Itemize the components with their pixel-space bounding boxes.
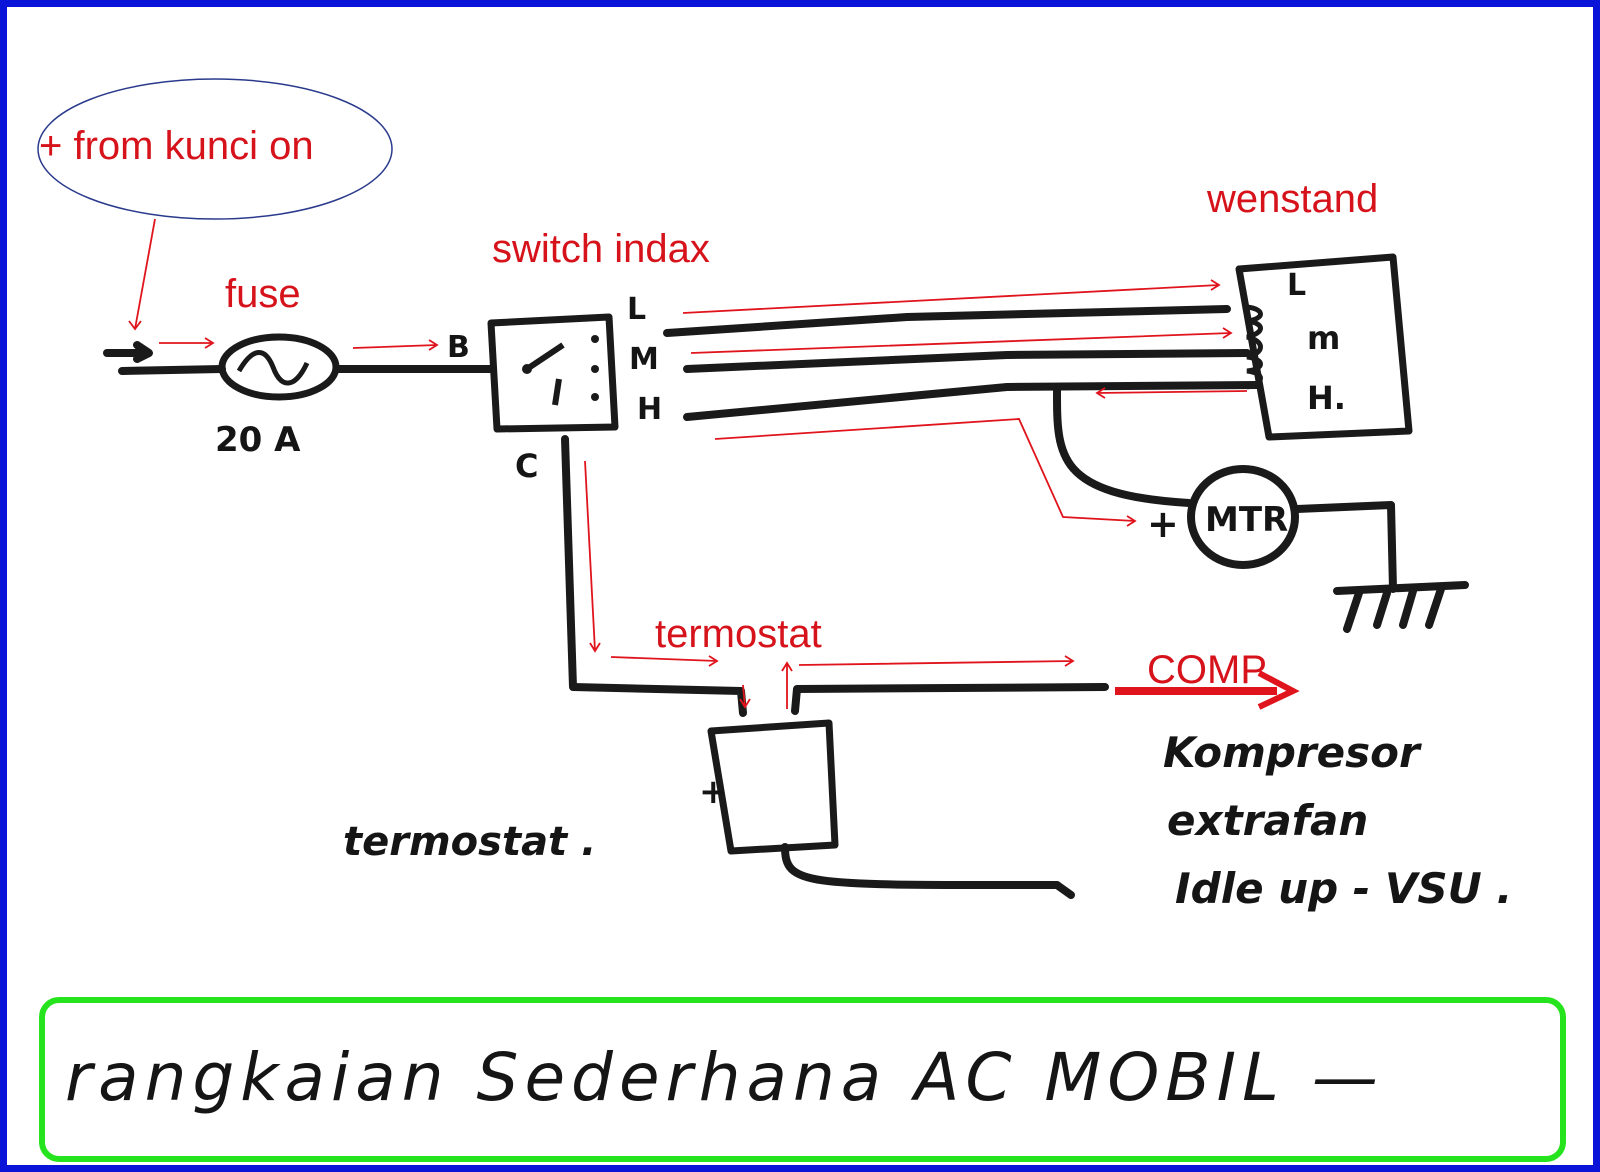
resistor-terminal-m: m	[1307, 319, 1340, 357]
flow-arrow-low	[682, 279, 1221, 314]
switch-terminal-b: B	[447, 330, 470, 365]
comp-label: COMP	[1147, 648, 1267, 692]
flow-arrow-thermo-in	[610, 655, 719, 667]
flow-arrow-motor	[714, 418, 1137, 527]
comp-arrowhead	[1257, 670, 1300, 710]
source-leader-line	[134, 218, 156, 330]
flow-arrow-comp	[798, 655, 1075, 667]
motor-ground-wire	[1293, 501, 1397, 593]
thermostat-label: termostat	[655, 612, 822, 656]
motor-label: MTR	[1205, 500, 1288, 540]
diagram-title: rangkaian Sederhana AC MOBIL —	[65, 1039, 1384, 1116]
flow-arrow-return	[1095, 387, 1248, 399]
motor-wire	[1053, 387, 1193, 507]
comp-note-kompresor: Kompresor	[1163, 728, 1422, 777]
switch-output-h: H	[637, 392, 662, 427]
wire-medium	[683, 349, 1251, 373]
fuse-rating: 20 A	[215, 420, 301, 460]
ac-circuit-diagram: + from kunci on fuse 20 A switch in	[37, 78, 1512, 913]
thermostat-plus: +	[699, 772, 728, 812]
thermostat-box	[707, 719, 839, 855]
thermostat-probe-wire	[781, 843, 1075, 899]
wire-high	[683, 381, 1261, 421]
source-label: + from kunci on	[39, 124, 314, 168]
flow-arrow-thermo-down	[739, 684, 751, 709]
ground-symbol	[1333, 581, 1469, 633]
comp-note-idle-up: Idle up - VSU .	[1175, 864, 1512, 913]
thermostat-out-wire	[791, 683, 1109, 715]
flow-arrow-2	[352, 339, 439, 351]
input-arrow	[103, 341, 153, 363]
motor-symbol	[1187, 465, 1299, 569]
resistor-terminal-l: L	[1287, 268, 1306, 303]
flow-arrow-medium	[690, 327, 1233, 354]
source-oval	[37, 78, 393, 220]
source-leader-arrow	[128, 320, 142, 331]
input-wire	[118, 365, 226, 375]
flow-arrow-thermo-up	[781, 661, 793, 709]
resistor-label: wenstand	[1206, 177, 1378, 221]
wire-low	[663, 305, 1231, 337]
switch-output-l: L	[627, 292, 646, 327]
title-box: rangkaian Sederhana AC MOBIL —	[39, 997, 1566, 1162]
motor-plus: +	[1147, 502, 1179, 546]
fuse-symbol	[218, 333, 340, 401]
resistor-block	[1235, 253, 1413, 441]
switch-output-m: M	[629, 342, 659, 377]
switch-box	[487, 313, 619, 433]
switch-label: switch indax	[492, 227, 710, 271]
flow-arrow-down	[584, 460, 601, 653]
flow-arrow-1	[159, 337, 215, 349]
comp-note-extrafan: extrafan	[1167, 796, 1368, 845]
switch-terminal-c: C	[515, 447, 538, 485]
fuse-label: fuse	[225, 272, 301, 316]
resistor-terminal-h: H.	[1307, 379, 1346, 417]
thermostat-note: termostat .	[343, 819, 596, 865]
